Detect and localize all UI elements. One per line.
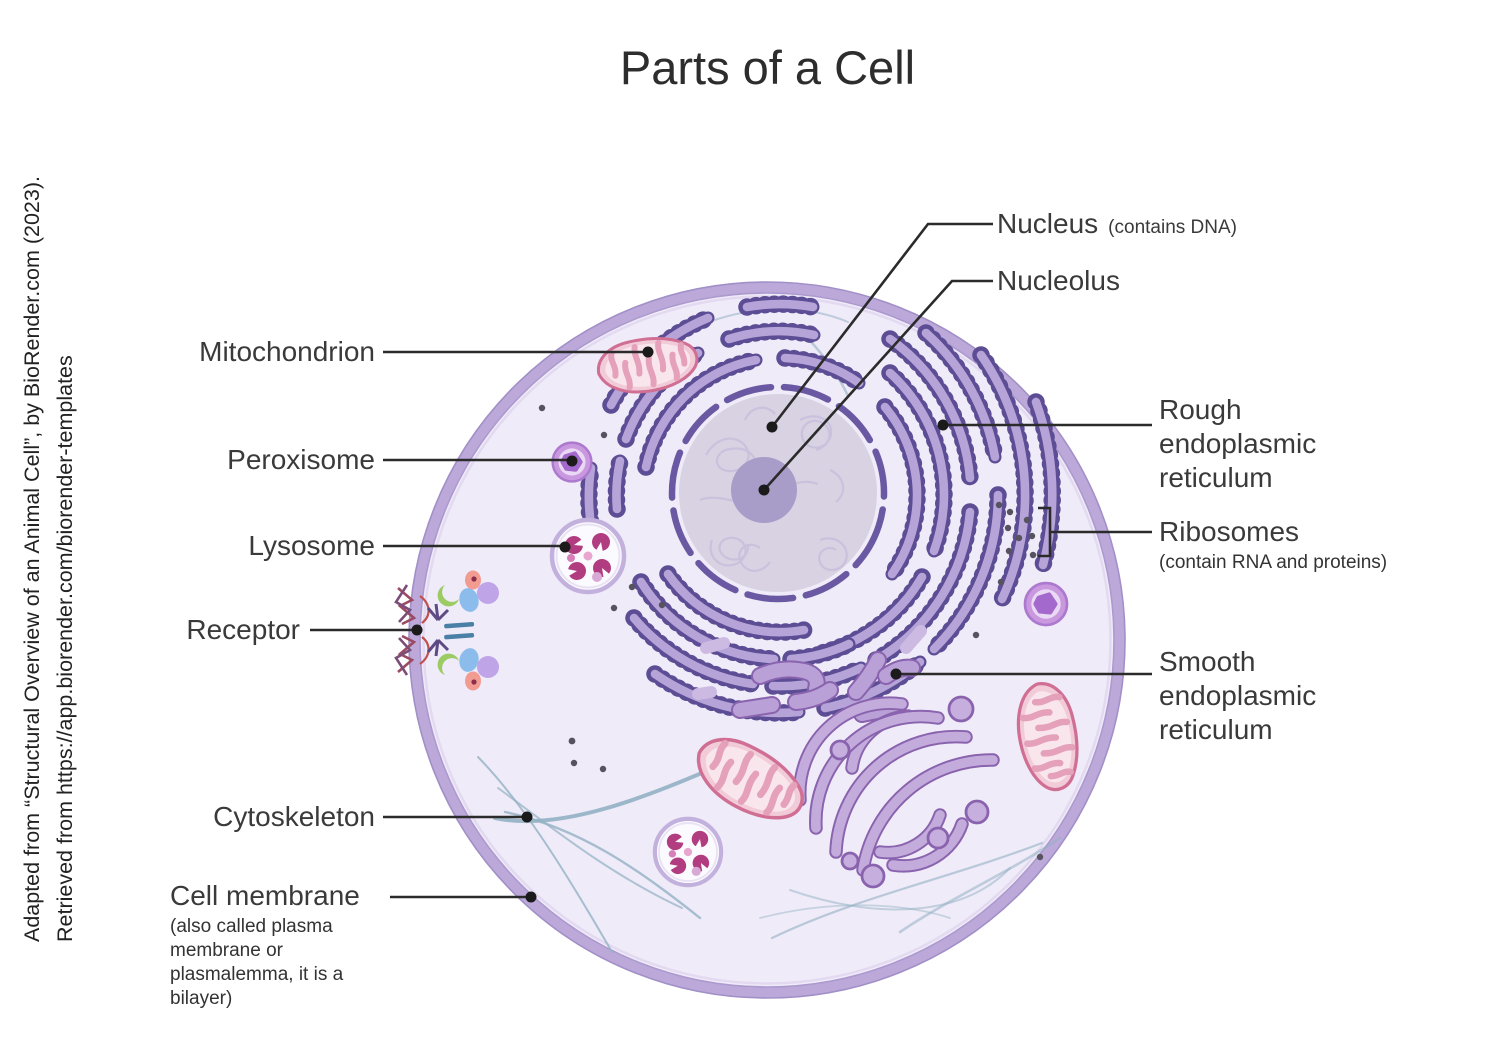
peroxisome-2 <box>1025 583 1067 625</box>
label-ribosomes-note: (contain RNA and proteins) <box>1159 552 1388 573</box>
page-title: Parts of a Cell <box>619 41 916 94</box>
label-nucleolus: Nucleolus <box>997 265 1120 296</box>
label-nucleus-text: Nucleus <box>997 208 1099 239</box>
lysosome-1 <box>552 520 624 592</box>
attribution-line-2: Retrieved from https://app.biorender.com… <box>53 355 77 942</box>
leader-lysosome <box>383 541 571 553</box>
leader-receptor <box>310 624 423 636</box>
label-peroxisome: Peroxisome <box>227 444 375 475</box>
label-nucleus-note: (contains DNA) <box>1108 217 1237 238</box>
leader-ribosomes <box>1038 506 1152 558</box>
label-smooth-er: Smooth endoplasmic reticulum <box>1159 646 1317 745</box>
label-lysosome: Lysosome <box>248 530 375 561</box>
receptor <box>394 570 499 691</box>
smooth-er <box>692 625 927 723</box>
label-receptor: Receptor <box>186 614 300 645</box>
label-cytoskeleton: Cytoskeleton <box>213 801 375 832</box>
golgi-apparatus <box>792 695 1000 889</box>
label-nucleus: Nucleus (contains DNA) <box>997 209 1237 243</box>
attribution-line-1: Adapted from “Structural Overview of an … <box>20 176 44 942</box>
label-mitochondrion: Mitochondrion <box>199 336 375 367</box>
leader-lines <box>310 222 1152 903</box>
leader-cell-membrane <box>390 891 537 903</box>
cytoskeleton <box>477 308 1062 953</box>
leader-cytoskeleton <box>383 811 533 823</box>
ribosome-dots <box>538 404 1044 861</box>
leader-peroxisome <box>383 455 578 467</box>
label-cell-membrane-note: (also called plasma membrane or plasmale… <box>170 916 344 1009</box>
label-cell-membrane: Cell membrane <box>170 880 360 911</box>
attribution: Adapted from “Structural Overview of an … <box>16 42 82 942</box>
leader-smooth-er <box>890 668 1152 680</box>
label-ribosomes: Ribosomes <box>1159 516 1300 547</box>
leader-mitochondrion <box>383 346 654 358</box>
label-rough-er: Rough endoplasmic reticulum <box>1159 394 1317 493</box>
leader-nucleus <box>766 222 993 433</box>
leader-rough-er <box>937 419 1152 431</box>
nuclear-envelope <box>668 383 888 603</box>
lysosome-2 <box>655 819 721 885</box>
leader-nucleolus <box>758 279 993 496</box>
